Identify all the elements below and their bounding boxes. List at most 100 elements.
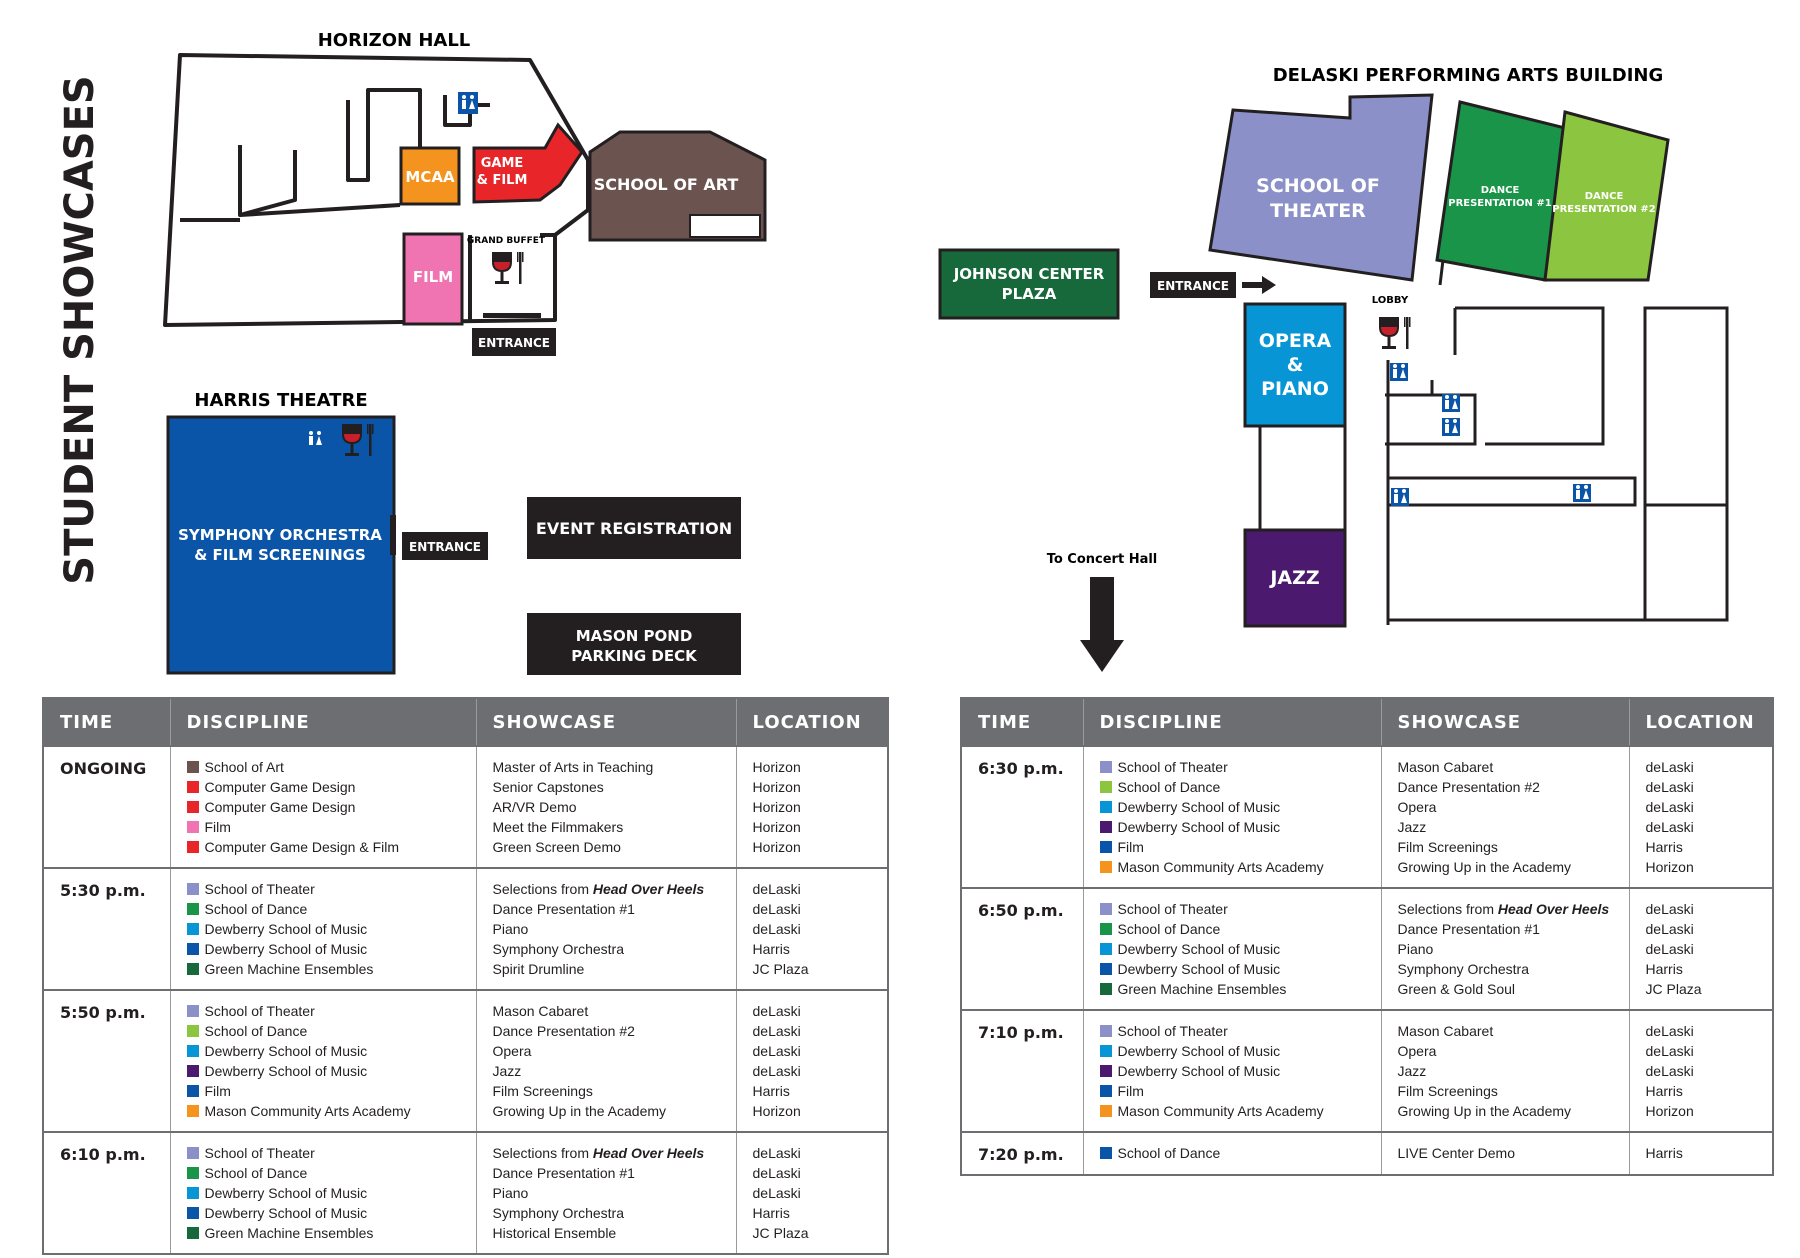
discipline-color-swatch	[186, 821, 199, 833]
discipline-color-swatch	[186, 1085, 199, 1097]
discipline-item: Dewberry School of Music	[186, 1041, 476, 1061]
discipline-name: Mason Community Arts Academy	[1117, 1103, 1324, 1119]
jazz-label: JAZZ	[1268, 567, 1319, 589]
delaski-entrance-badge	[1150, 272, 1236, 298]
showcase-item: Dance Presentation #1	[1398, 919, 1629, 939]
showcase-name: Selections from	[492, 1145, 593, 1161]
discipline-color-swatch	[1099, 821, 1112, 833]
discipline-color-swatch	[1099, 1025, 1112, 1037]
header-time: TIME	[961, 698, 1083, 746]
showcase-item: Meet the Filmmakers	[493, 817, 736, 837]
discipline-color-swatch	[186, 781, 199, 793]
showcase-item: Film Screenings	[1398, 837, 1629, 857]
discipline-item: School of Dance	[186, 1021, 476, 1041]
discipline-item: School of Dance	[1099, 919, 1381, 939]
school-of-art-label: SCHOOL OF ART	[594, 175, 739, 194]
showcase-item: Piano	[493, 1183, 736, 1203]
location-item: Harris	[752, 1205, 790, 1221]
film-room	[402, 232, 464, 326]
concert-hall-arrow-icon	[1080, 577, 1124, 672]
showcase-name: Jazz	[1397, 819, 1427, 835]
showcase-item: Dance Presentation #1	[493, 1163, 736, 1183]
harris-entrance-door	[390, 515, 396, 555]
discipline-color-swatch	[186, 1167, 199, 1179]
horizon-wc	[458, 92, 478, 114]
discipline-item: Mason Community Arts Academy	[186, 1101, 476, 1121]
campus-map: STUDENT SHOWCASES HORIZON HALL MCAA GAME…	[57, 30, 1729, 675]
showcase-item: Senior Capstones	[493, 777, 736, 797]
discipline-item: School of Theater	[186, 1001, 476, 1021]
film-label: FILM	[413, 268, 453, 286]
discipline-item: Dewberry School of Music	[186, 1061, 476, 1081]
location-item: Harris	[1645, 839, 1683, 855]
discipline-color-swatch	[186, 1207, 199, 1219]
location-item: Harris	[1645, 961, 1683, 977]
showcase-item: Opera	[1398, 1041, 1629, 1061]
discipline-name: School of Theater	[204, 1003, 315, 1019]
parking-deck-box	[527, 613, 741, 675]
showcase-name: Opera	[1397, 1043, 1437, 1059]
parking-label-2: PARKING DECK	[571, 647, 698, 665]
discipline-name: Computer Game Design & Film	[204, 839, 400, 855]
art-annex	[689, 214, 761, 238]
showcase-item: Piano	[493, 919, 736, 939]
showcase-item: Selections from Head Over Heels	[493, 1143, 736, 1163]
delaski-corridor	[1258, 426, 1347, 532]
location-item: Horizon	[1645, 859, 1694, 875]
delaski-wc-icons	[1390, 363, 1591, 506]
header-discipline: DISCIPLINE	[169, 698, 476, 746]
wine-icon	[492, 252, 524, 284]
showcase-name: Jazz	[1397, 1063, 1427, 1079]
discipline-item: Dewberry School of Music	[1099, 797, 1381, 817]
location-item: deLaski	[1645, 941, 1694, 957]
discipline-name: Dewberry School of Music	[1117, 819, 1281, 835]
showcase-name: Selections from	[1397, 901, 1498, 917]
showcase-name: Spirit Drumline	[492, 961, 585, 977]
mcaa-room	[399, 146, 461, 206]
location-item: deLaski	[1645, 1063, 1694, 1079]
delaski-floorplan	[1385, 259, 1729, 625]
discipline-item: Film	[186, 1081, 476, 1101]
discipline-name: Dewberry School of Music	[1117, 1043, 1281, 1059]
discipline-color-swatch	[1099, 963, 1112, 975]
discipline-color-swatch	[1099, 983, 1112, 995]
showcase-item: Dance Presentation #2	[1398, 777, 1629, 797]
location-item: Horizon	[1645, 1103, 1694, 1119]
harris-entrance-label: ENTRANCE	[409, 540, 481, 554]
discipline-item: Dewberry School of Music	[1099, 1061, 1381, 1081]
discipline-name: Green Machine Ensembles	[204, 961, 374, 977]
harris-label-2: & FILM SCREENINGS	[194, 546, 366, 564]
showcase-item: Piano	[1398, 939, 1629, 959]
delaski-wine-icon	[1379, 317, 1411, 349]
discipline-name: Film	[204, 1083, 231, 1099]
showcase-item: Jazz	[1398, 1061, 1629, 1081]
slot-time: 7:10 p.m.	[961, 1009, 1083, 1132]
discipline-color-swatch	[186, 1105, 199, 1117]
location-item: deLaski	[752, 1043, 801, 1059]
showcase-item: Historical Ensemble	[493, 1223, 736, 1243]
discipline-item: Green Machine Ensembles	[186, 1223, 476, 1243]
schedule-header-row: TIME DISCIPLINE SHOWCASE LOCATION	[43, 698, 888, 746]
showcase-name: LIVE Center Demo	[1397, 1145, 1516, 1161]
showcase-name: Symphony Orchestra	[1397, 961, 1530, 977]
discipline-color-swatch	[1099, 801, 1112, 813]
harris-theatre-room	[166, 415, 396, 675]
harris-entrance-badge	[402, 532, 488, 560]
discipline-item: Dewberry School of Music	[186, 1183, 476, 1203]
harris-label-1: SYMPHONY ORCHESTRA	[178, 526, 382, 544]
discipline-color-swatch	[1099, 1105, 1112, 1117]
theater-label-2: THEATER	[1270, 200, 1366, 222]
header-discipline: DISCIPLINE	[1082, 698, 1381, 746]
location-item: Horizon	[752, 779, 801, 795]
dance1-label-1: DANCE	[1481, 185, 1520, 196]
game-film-label-2: & FILM	[477, 173, 528, 188]
location-item: Horizon	[752, 819, 801, 835]
discipline-name: Dewberry School of Music	[204, 1205, 368, 1221]
showcase-name: Green & Gold Soul	[1397, 981, 1516, 997]
showcase-item: Selections from Head Over Heels	[493, 879, 736, 899]
